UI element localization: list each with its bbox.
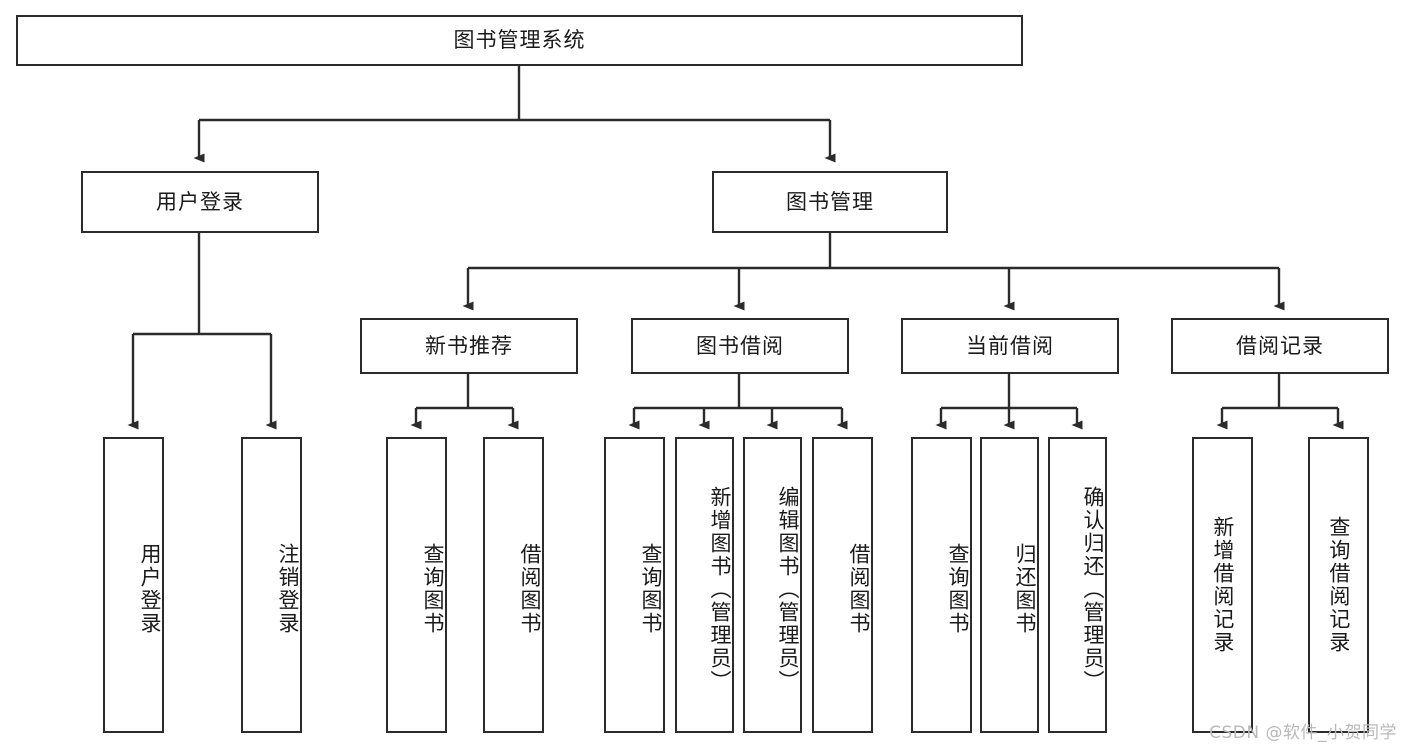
node-label: 当前借阅	[966, 333, 1054, 358]
leaf-book-borrow-query-books[interactable]: 查询图书	[604, 437, 665, 733]
node-label: 用户登录	[138, 543, 162, 635]
node-label: 新书推荐	[425, 333, 513, 358]
leaf-current-borrow-confirm-return-admin[interactable]: 确认归还（管理员）	[1048, 437, 1107, 733]
leaf-user-login-signout[interactable]: 注销登录	[241, 437, 302, 733]
node-label: 编辑图书（管理员）	[776, 485, 800, 693]
node-current-borrowing[interactable]: 当前借阅	[901, 318, 1119, 374]
node-label: 借阅记录	[1236, 333, 1324, 358]
leaf-book-borrow-add-book-admin[interactable]: 新增图书（管理员）	[675, 437, 734, 733]
node-label: 查询借阅记录	[1326, 516, 1351, 654]
node-label: 借阅图书	[518, 543, 542, 635]
leaf-new-book-borrow-books[interactable]: 借阅图书	[483, 437, 544, 733]
leaf-current-borrow-query-books[interactable]: 查询图书	[911, 437, 972, 733]
node-label: 新增借阅记录	[1210, 516, 1235, 654]
csdn-watermark: CSDN @软件_小贺同学	[1209, 723, 1397, 743]
node-label: 图书管理系统	[453, 28, 586, 53]
node-label: 查询图书	[946, 543, 970, 635]
leaf-current-borrow-return-books[interactable]: 归还图书	[980, 437, 1039, 733]
node-label: 图书借阅	[696, 333, 784, 358]
node-book-management-system[interactable]: 图书管理系统	[16, 15, 1023, 66]
node-label: 借阅图书	[847, 543, 871, 635]
node-label: 注销登录	[276, 543, 300, 635]
node-book-borrowing[interactable]: 图书借阅	[631, 318, 849, 374]
node-label: 图书管理	[786, 189, 874, 214]
leaf-new-book-query-books[interactable]: 查询图书	[386, 437, 447, 733]
leaf-borrow-record-add-record[interactable]: 新增借阅记录	[1192, 437, 1253, 733]
node-label: 查询图书	[639, 543, 663, 635]
leaf-book-borrow-borrow-books[interactable]: 借阅图书	[812, 437, 873, 733]
node-label: 查询图书	[421, 543, 445, 635]
leaf-user-login-signin[interactable]: 用户登录	[103, 437, 164, 733]
node-label: 归还图书	[1013, 543, 1037, 635]
node-label: 新增图书（管理员）	[708, 485, 732, 693]
leaf-borrow-record-query-record[interactable]: 查询借阅记录	[1308, 437, 1369, 733]
node-borrowing-record[interactable]: 借阅记录	[1171, 318, 1389, 374]
node-label: 用户登录	[156, 189, 244, 214]
node-book-management[interactable]: 图书管理	[712, 171, 948, 233]
leaf-book-borrow-edit-book-admin[interactable]: 编辑图书（管理员）	[743, 437, 802, 733]
node-label: 确认归还（管理员）	[1081, 485, 1105, 693]
node-user-login[interactable]: 用户登录	[81, 171, 319, 233]
node-new-book-recommendation[interactable]: 新书推荐	[360, 318, 578, 374]
